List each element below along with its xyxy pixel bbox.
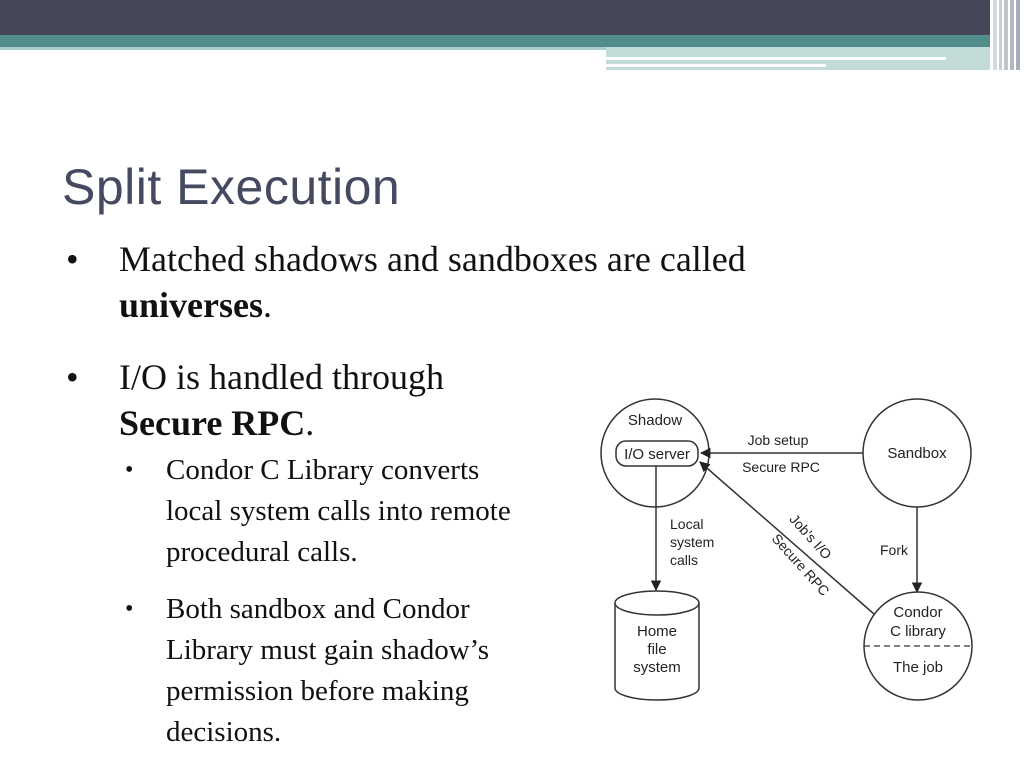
bullet-glyph: • — [66, 239, 79, 279]
sub-bullet-line: decisions. — [166, 716, 282, 748]
local-label: system — [670, 534, 714, 550]
home-label: Home — [637, 623, 677, 640]
home-label: system — [633, 659, 681, 676]
secure-rpc-label: Secure RPC — [742, 459, 820, 475]
bullet-text-line2: Secure RPC. — [119, 400, 314, 446]
punctuation: . — [305, 403, 315, 443]
sub-bullet-line: local system calls into remote — [166, 495, 511, 527]
bullet-text-line1: I/O is handled through — [119, 357, 444, 397]
condor-label: C library — [890, 623, 946, 640]
sub-bullet-line: Library must gain shadow’s — [166, 634, 489, 666]
sub-bullet-library: • Condor C Library converts local system… — [125, 450, 615, 575]
bold-term: universes — [119, 285, 263, 325]
local-label: Local — [670, 516, 703, 532]
condor-label: Condor — [893, 604, 942, 621]
bold-term: Secure RPC — [119, 403, 306, 443]
sub-bullet-permission: • Both sandbox and Condor Library must g… — [125, 589, 595, 755]
punctuation: . — [263, 285, 272, 325]
jobs-io-arrow — [699, 461, 875, 615]
slide-title: Split Execution — [62, 159, 401, 215]
shadow-label: Shadow — [628, 412, 682, 429]
bullet-universes: • Matched shadows and sandboxes are call… — [66, 236, 896, 328]
sub-bullet-line: permission before making — [166, 675, 469, 707]
sub-bullet-glyph: • — [125, 457, 134, 483]
sub-bullet-line: procedural calls. — [166, 536, 358, 568]
io-server-label: I/O server — [624, 446, 690, 463]
sandbox-label: Sandbox — [887, 445, 947, 462]
bullet-text-line1: Matched shadows and sandboxes are called — [119, 239, 746, 279]
bullet-glyph: • — [66, 357, 79, 397]
sub-bullet-line: Both sandbox and Condor — [166, 593, 470, 625]
local-label: calls — [670, 552, 698, 568]
bullet-text-line2: universes. — [119, 282, 272, 328]
home-label: file — [647, 641, 666, 658]
job-label: The job — [893, 659, 943, 676]
cylinder-top — [614, 590, 700, 616]
sub-bullet-glyph: • — [125, 596, 134, 622]
home-file-system-node — [614, 603, 700, 701]
header-decoration — [0, 0, 1024, 70]
fork-label: Fork — [880, 542, 909, 558]
bullet-secure-rpc: • I/O is handled through Secure RPC. — [66, 354, 566, 446]
io-server-box — [615, 440, 699, 467]
job-setup-label: Job setup — [748, 432, 809, 448]
sub-bullet-line: Condor C Library converts — [166, 454, 480, 486]
